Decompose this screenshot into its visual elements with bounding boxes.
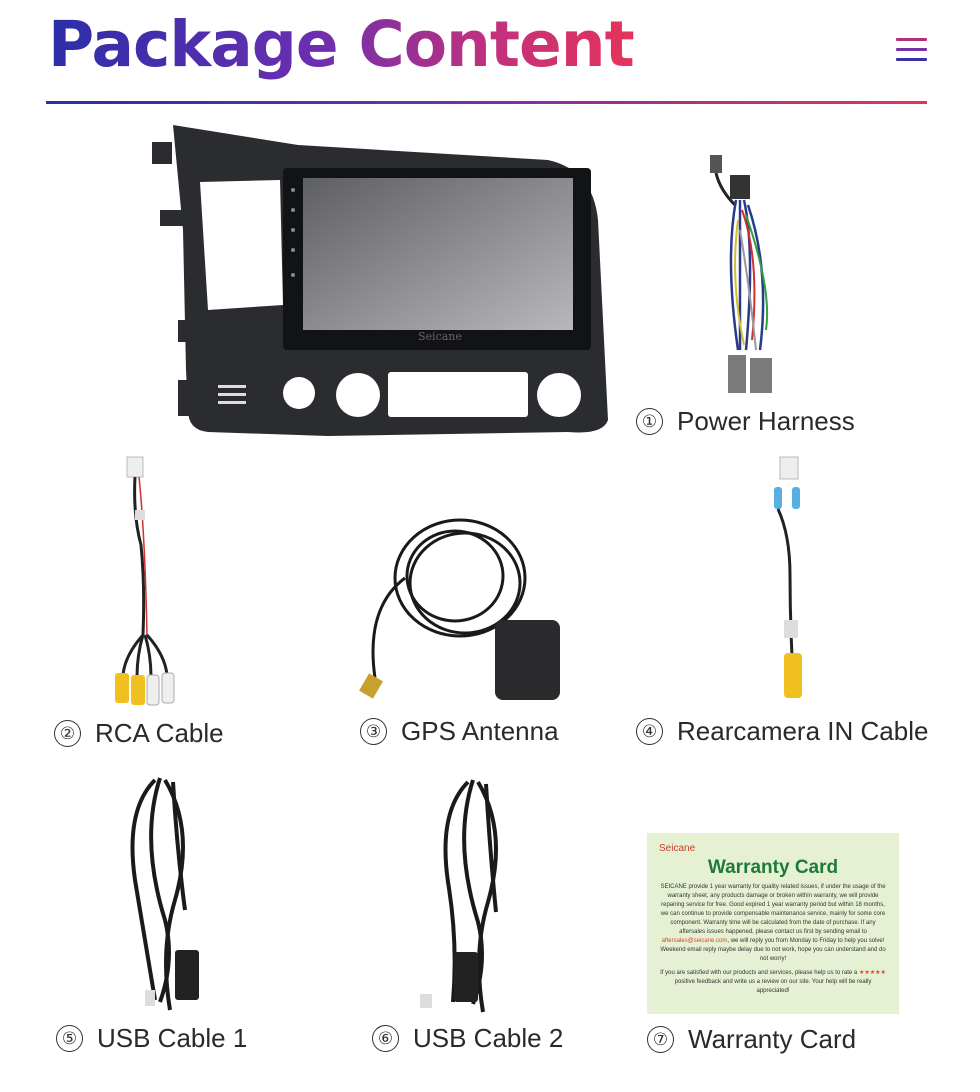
warranty-card-footer-1: If you are satisfied with our products a… [660, 970, 858, 976]
warranty-card-stars: ★★★★★ [858, 970, 886, 976]
page-title: Package Content [48, 8, 635, 81]
item-label: Warranty Card [688, 1024, 857, 1054]
caption-rearcamera-cable: ④ Rearcamera IN Cable [636, 716, 928, 747]
hamburger-menu-icon[interactable] [896, 38, 927, 62]
warranty-card-body-2: , we will reply you from Monday to Frida… [660, 938, 886, 962]
item-number: ② [54, 720, 81, 747]
item-label: RCA Cable [95, 718, 224, 748]
item-label: Rearcamera IN Cable [677, 716, 929, 746]
usb-cable-2-image [418, 772, 528, 1022]
warranty-card-footer-2: positive feedback and write us a review … [674, 979, 872, 994]
item-label: GPS Antenna [401, 716, 559, 746]
warranty-card-brand: Seicane [659, 843, 696, 854]
head-unit-brand-label: Seicane [418, 330, 462, 343]
item-label: Power Harness [677, 406, 855, 436]
item-label: USB Cable 2 [413, 1023, 564, 1053]
usb-cable-1-image [115, 770, 225, 1020]
warranty-card-body-1: SEICANE provide 1 year warranty for qual… [660, 884, 886, 935]
caption-usb-cable-2: ⑥ USB Cable 2 [372, 1023, 563, 1054]
caption-usb-cable-1: ⑤ USB Cable 1 [56, 1023, 247, 1054]
caption-gps-antenna: ③ GPS Antenna [360, 716, 559, 747]
gps-antenna-image [345, 508, 575, 708]
item-number: ⑥ [372, 1025, 399, 1052]
caption-power-harness: ① Power Harness [636, 406, 855, 437]
warranty-card-footer: If you are satisfied with our products a… [659, 969, 887, 996]
item-number: ③ [360, 718, 387, 745]
warranty-card-email: aftersales@seicane.com [661, 938, 728, 944]
caption-warranty-card: ⑦ Warranty Card [647, 1024, 856, 1055]
item-label: USB Cable 1 [97, 1023, 248, 1053]
warranty-card-title: Warranty Card [707, 857, 839, 878]
rca-cable-image [105, 455, 185, 715]
caption-rca-cable: ② RCA Cable [54, 718, 224, 749]
rearcamera-cable-image [770, 455, 810, 710]
warranty-card-body: SEICANE provide 1 year warranty for qual… [659, 883, 887, 964]
warranty-card: Seicane Warranty Card SEICANE provide 1 … [647, 833, 899, 1014]
item-number: ⑤ [56, 1025, 83, 1052]
head-unit-image: Seicane [148, 120, 613, 440]
item-number: ① [636, 408, 663, 435]
item-number: ⑦ [647, 1026, 674, 1053]
header-divider [46, 101, 927, 104]
item-number: ④ [636, 718, 663, 745]
power-harness-image [700, 150, 790, 400]
